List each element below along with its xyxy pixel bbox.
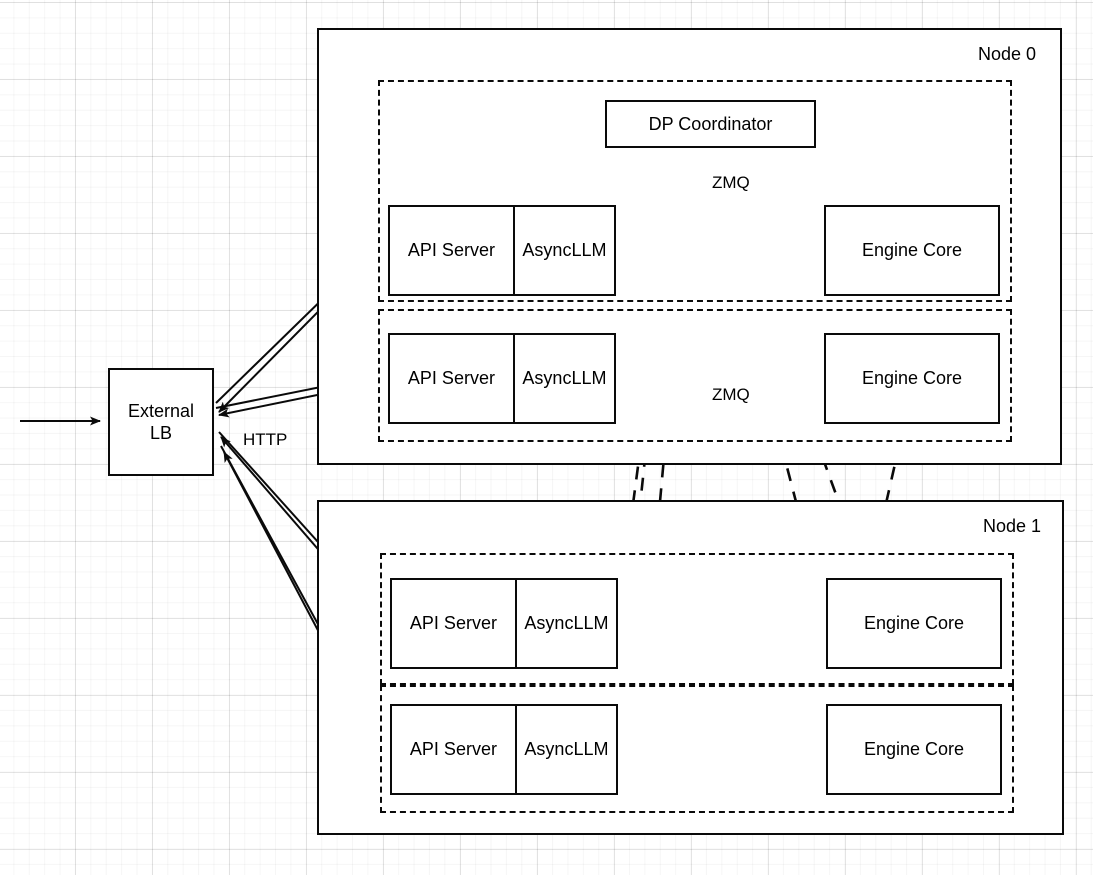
dp-coordinator-label: DP Coordinator <box>648 113 773 134</box>
external-lb-label-line2: LB <box>149 423 173 443</box>
node-1-replica-1-api-split[interactable]: API Server AsyncLLM <box>390 704 618 795</box>
engine-core-label: Engine Core <box>863 739 965 760</box>
engine-core-label: Engine Core <box>863 613 965 634</box>
api-server-label: API Server <box>407 240 495 260</box>
dp-coordinator-box[interactable]: DP Coordinator <box>605 100 816 148</box>
node-0-replica-0-engine-core[interactable]: Engine Core <box>824 205 1000 296</box>
api-server-label: API Server <box>409 739 497 759</box>
node-0-replica-0-group <box>378 80 1012 302</box>
api-server-label: API Server <box>409 613 497 633</box>
engine-core-label: Engine Core <box>861 240 963 261</box>
node-1-replica-1-api-server[interactable]: API Server <box>392 706 517 793</box>
external-lb-label-line1: External <box>127 400 195 421</box>
node-0-replica-1-api-split[interactable]: API Server AsyncLLM <box>388 333 616 424</box>
node-1-replica-1-engine-core[interactable]: Engine Core <box>826 704 1002 795</box>
node-0-replica-0-async-llm[interactable]: AsyncLLM <box>515 207 614 294</box>
node-1-replica-1-group <box>380 685 1014 813</box>
node-0-replica-0-api-server[interactable]: API Server <box>390 207 515 294</box>
node-1-replica-0-api-server[interactable]: API Server <box>392 580 517 667</box>
node-0-replica-1-group <box>378 309 1012 442</box>
async-llm-label: AsyncLLM <box>522 240 607 260</box>
zmq-label-node-0-replica-1: ZMQ <box>712 385 750 404</box>
external-lb-box[interactable]: External LB <box>108 368 214 476</box>
node-1-title: Node 1 <box>983 516 1042 536</box>
http-label: HTTP <box>243 430 288 449</box>
node-0-title: Node 0 <box>978 44 1037 64</box>
node-1-replica-0-async-llm[interactable]: AsyncLLM <box>517 580 616 667</box>
node-1-replica-1-async-llm[interactable]: AsyncLLM <box>517 706 616 793</box>
async-llm-label: AsyncLLM <box>524 739 609 759</box>
node-0-replica-1-engine-core[interactable]: Engine Core <box>824 333 1000 424</box>
node-1-replica-0-api-split[interactable]: API Server AsyncLLM <box>390 578 618 669</box>
engine-core-label: Engine Core <box>861 368 963 389</box>
node-1-replica-0-group <box>380 553 1014 685</box>
async-llm-label: AsyncLLM <box>524 613 609 633</box>
api-server-label: API Server <box>407 368 495 388</box>
node-1-replica-0-engine-core[interactable]: Engine Core <box>826 578 1002 669</box>
async-llm-label: AsyncLLM <box>522 368 607 388</box>
node-0-replica-1-api-server[interactable]: API Server <box>390 335 515 422</box>
zmq-label-coordinator: ZMQ <box>712 173 750 192</box>
node-0-replica-1-async-llm[interactable]: AsyncLLM <box>515 335 614 422</box>
node-0-replica-0-api-split[interactable]: API Server AsyncLLM <box>388 205 616 296</box>
